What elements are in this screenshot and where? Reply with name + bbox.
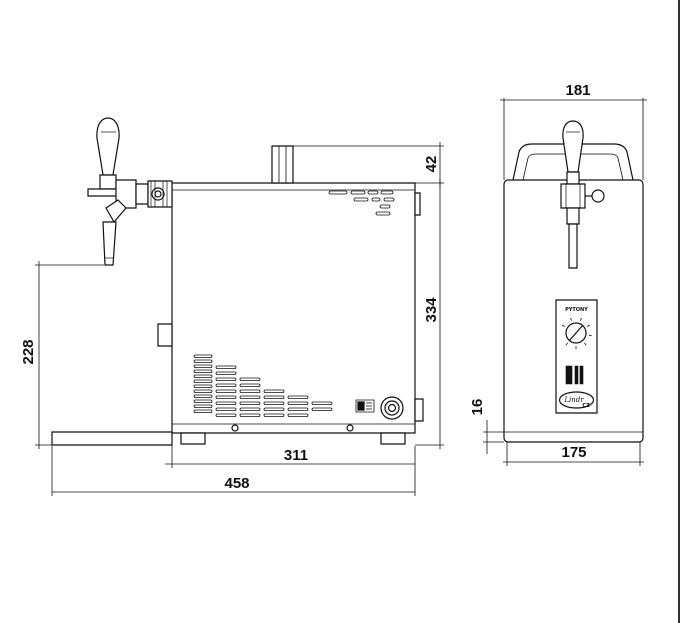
vent-slot [240, 390, 260, 393]
dial-tick [587, 325, 590, 327]
vent-slot [264, 402, 284, 405]
vent-slot [194, 400, 212, 403]
vent-slot [194, 410, 212, 413]
cooler-body [172, 183, 415, 433]
top-fitting [272, 146, 293, 183]
dial-tick [571, 318, 572, 321]
dial-tick [589, 335, 592, 336]
front-view: PYTONY Lindr CZ [504, 121, 643, 442]
panel-label: PYTONY [565, 307, 588, 313]
vent-slot [216, 378, 236, 381]
vent-slot [216, 372, 236, 375]
foot-left [181, 433, 205, 444]
page-right-border [678, 0, 680, 623]
vent-slot [288, 402, 308, 405]
vent-slot [240, 402, 260, 405]
drip-tray [52, 432, 172, 445]
vent-slot [312, 402, 332, 405]
vent-slot [194, 355, 212, 358]
dim-top-fitting: 42 [423, 156, 440, 173]
vent-slot [264, 414, 284, 417]
dial-tick [566, 343, 568, 345]
rear-coupler [415, 399, 423, 421]
vent-slot [194, 405, 212, 408]
brand-logo: Lindr CZ [560, 392, 594, 409]
logo-text: Lindr [563, 396, 584, 404]
vent-slot [312, 408, 332, 411]
vent-slot [194, 380, 212, 383]
foot-right [381, 433, 405, 444]
vent-slot [216, 402, 236, 405]
vent-slot [240, 396, 260, 399]
vent-slot [216, 396, 236, 399]
side-connector [158, 324, 172, 346]
ventilation-slots [194, 355, 332, 417]
vent-slot [264, 408, 284, 411]
vent-slot [194, 365, 212, 368]
panel-text-block [566, 366, 583, 384]
vent-slot [194, 395, 212, 398]
vent-slot [240, 384, 260, 387]
vent-slot [216, 408, 236, 411]
switch-label [356, 400, 374, 412]
side-view [52, 118, 423, 445]
dim-front-top-width: 181 [565, 82, 590, 99]
dimension-labels: 458 311 228 334 42 181 175 16 [20, 82, 591, 492]
dim-tap-height: 228 [20, 339, 37, 364]
vent-slot [240, 414, 260, 417]
dial-tick [584, 343, 586, 345]
vent-slot [240, 378, 260, 381]
vent-slot [216, 414, 236, 417]
back-handle [415, 193, 420, 215]
screw-right [347, 425, 353, 431]
vent-slot [216, 390, 236, 393]
vent-slot [240, 408, 260, 411]
dim-body-length: 311 [284, 447, 308, 464]
vent-slot [194, 390, 212, 393]
vent-slot [216, 366, 236, 369]
vent-slot [288, 396, 308, 399]
vent-slot [194, 370, 212, 373]
screw-left [232, 425, 238, 431]
dial-tick [580, 318, 581, 321]
dim-front-base-width: 175 [561, 444, 586, 461]
thermostat-knob [562, 318, 592, 349]
label-strips [329, 191, 394, 215]
dim-body-height: 334 [423, 297, 440, 323]
vent-slot [264, 396, 284, 399]
dimension-lines [35, 98, 647, 496]
tap-assembly [88, 118, 172, 265]
vent-slot [194, 360, 212, 363]
dim-overall-length: 458 [224, 475, 249, 492]
vent-slot [288, 414, 308, 417]
dim-foot-height: 16 [469, 399, 486, 416]
vent-slot [194, 385, 212, 388]
front-tap [561, 121, 604, 268]
logo-suffix: CZ [582, 403, 590, 409]
vent-slot [288, 408, 308, 411]
power-socket [381, 397, 403, 419]
vent-slot [264, 390, 284, 393]
dial-tick [562, 325, 565, 327]
vent-slot [216, 384, 236, 387]
vent-slot [194, 375, 212, 378]
